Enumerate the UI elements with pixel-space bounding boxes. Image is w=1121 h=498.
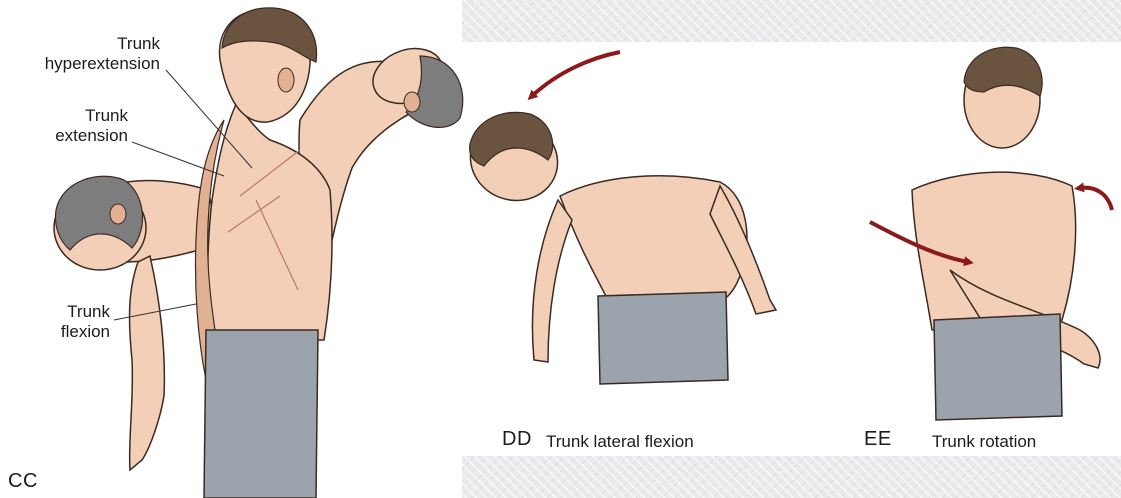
panel-cc-figures <box>54 8 463 498</box>
callout-trunk-flexion: Trunk flexion <box>61 302 110 342</box>
panel-dd-figure <box>459 52 776 384</box>
callout-line-2: extension <box>55 126 128 146</box>
callout-trunk-hyperextension: Trunk hyperextension <box>45 34 160 74</box>
callout-line-1: Trunk <box>45 34 160 54</box>
panel-label-ee: EE <box>864 428 892 451</box>
rotation-back-curved-arrow-icon <box>1080 188 1112 210</box>
caption-trunk-rotation: Trunk rotation <box>932 432 1036 452</box>
callout-line-1: Trunk <box>55 106 128 126</box>
callout-trunk-extension: Trunk extension <box>55 106 128 146</box>
upright-figure <box>195 8 332 498</box>
panel-ee-figure <box>870 47 1112 420</box>
panel-label-dd: DD <box>502 428 532 451</box>
panel-label-cc: CC <box>8 470 38 493</box>
lateral-flexion-curved-arrow-icon <box>532 52 620 96</box>
caption-trunk-lateral-flexion: Trunk lateral flexion <box>546 432 694 452</box>
callout-line-1: Trunk <box>61 302 110 322</box>
callout-line-2: flexion <box>61 322 110 342</box>
callout-line-2: hyperextension <box>45 54 160 74</box>
